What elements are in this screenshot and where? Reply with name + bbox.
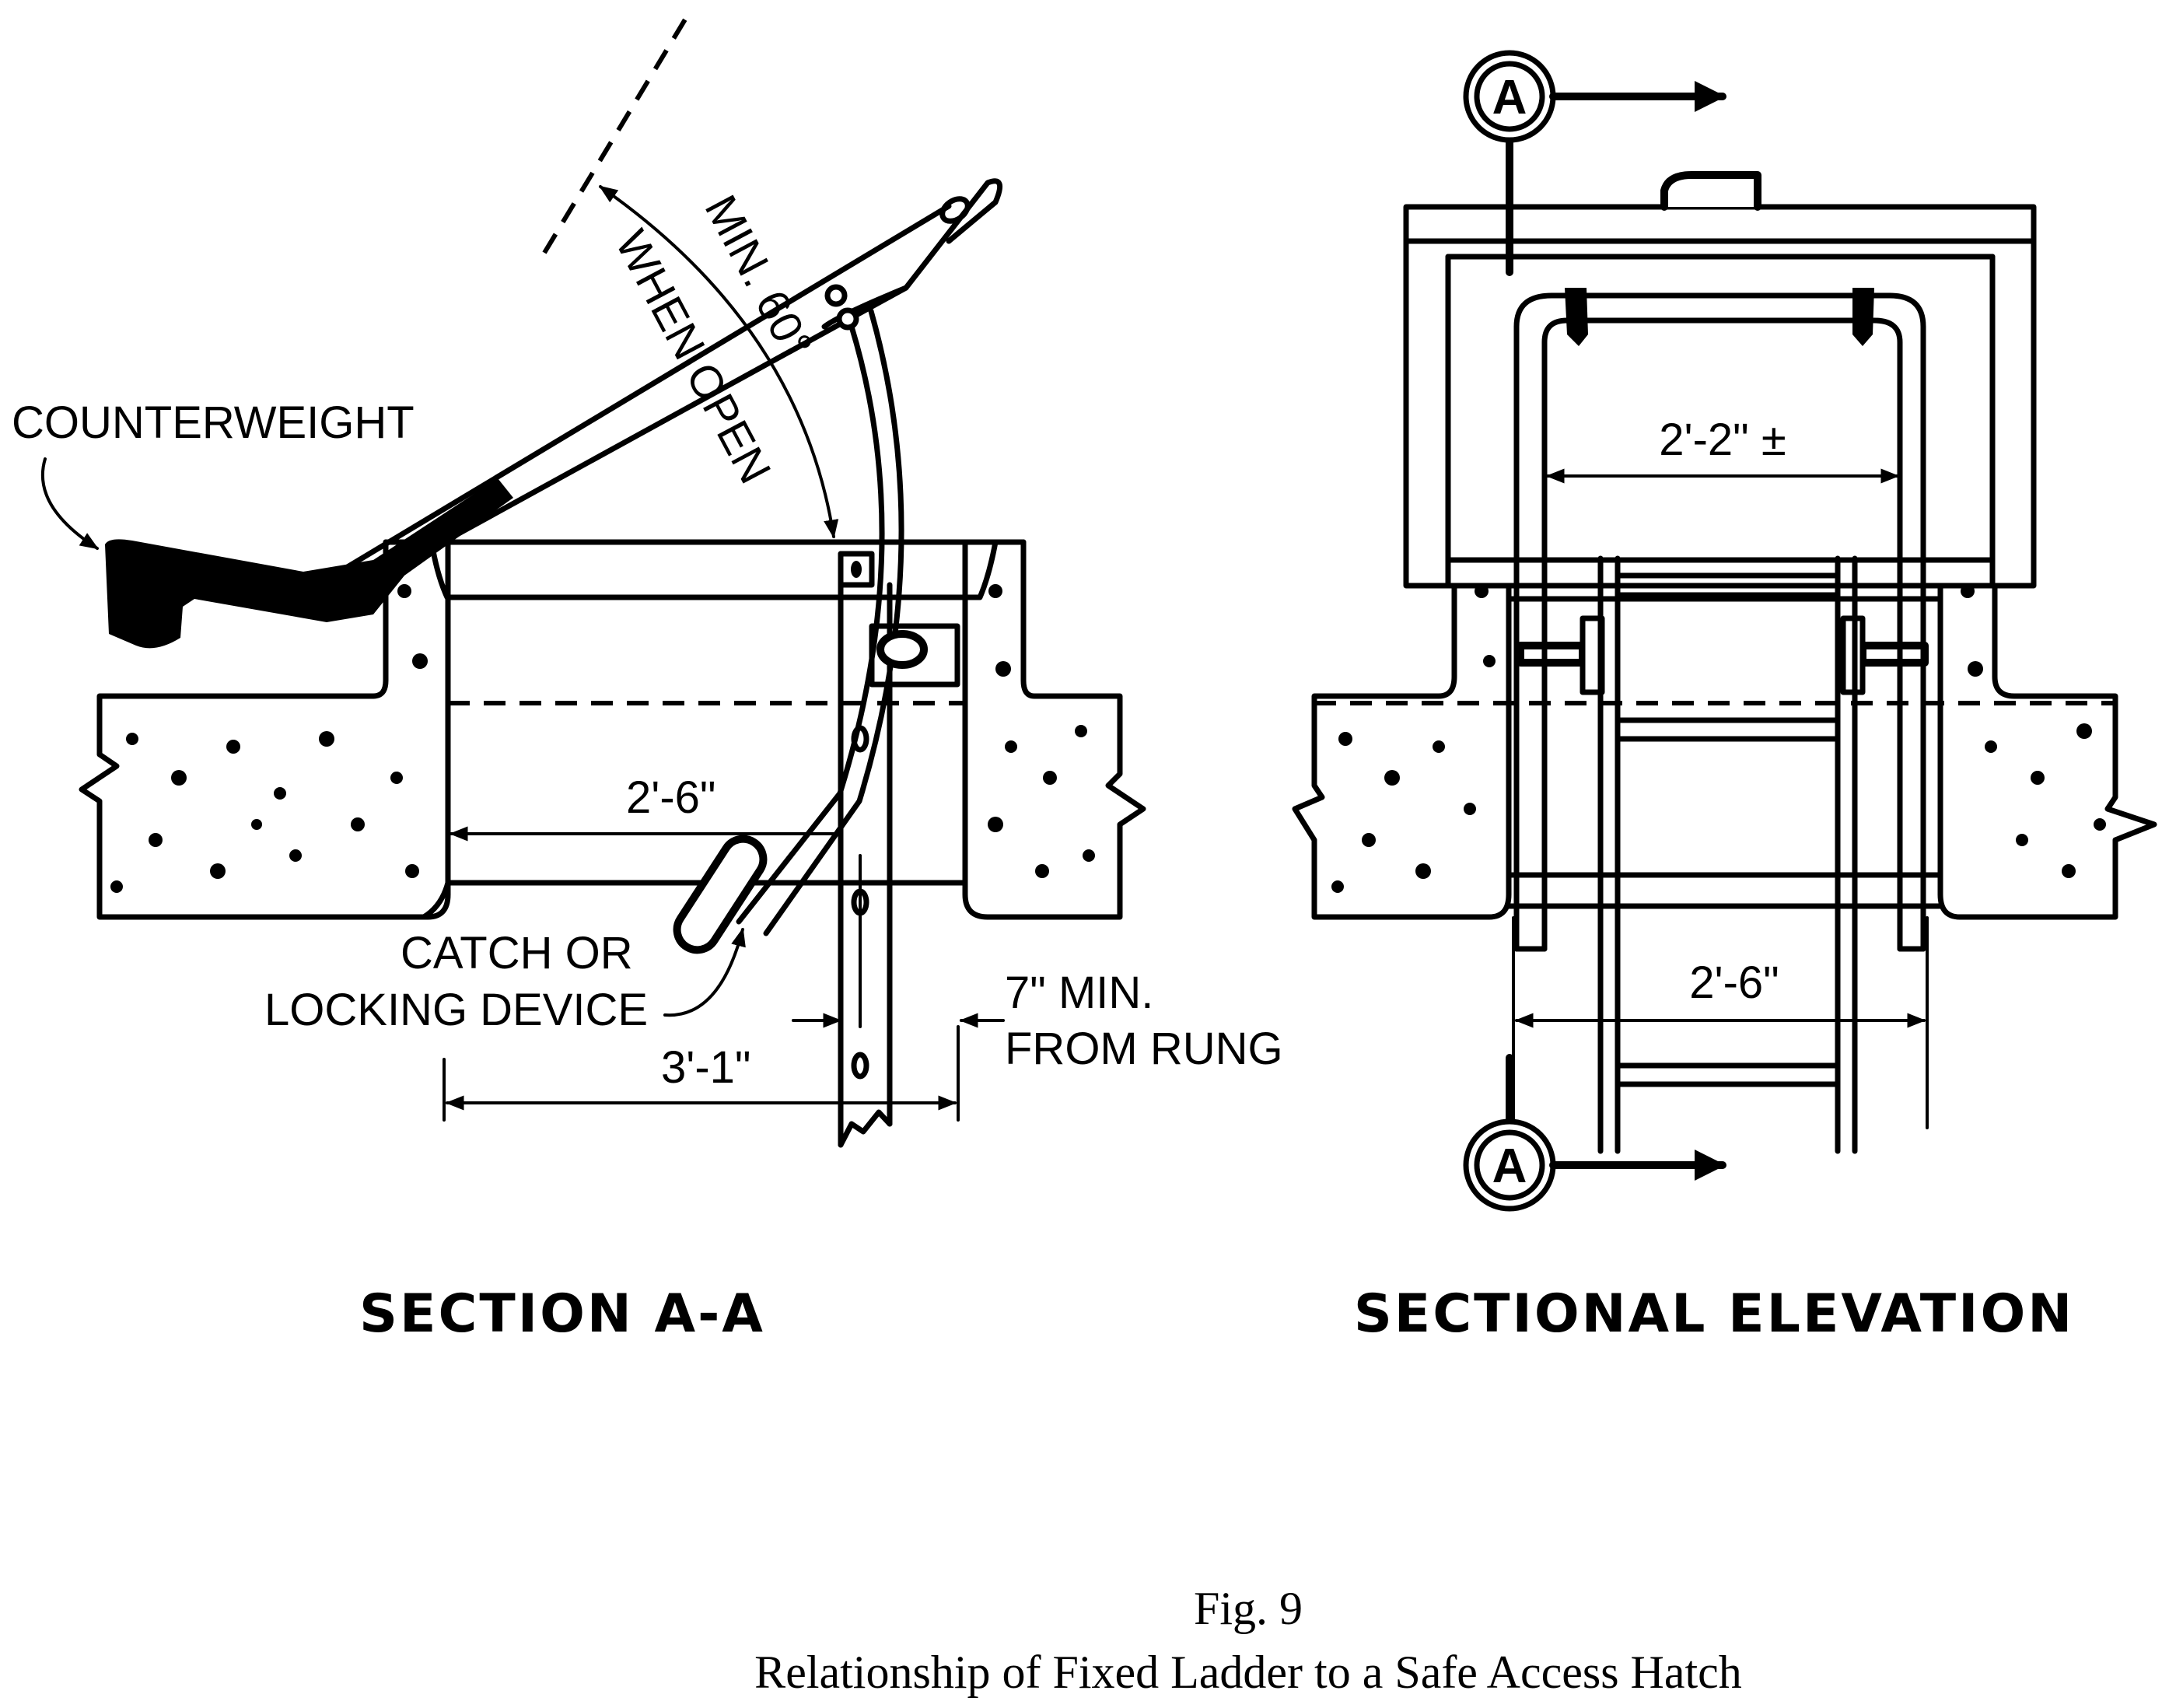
hatch-frame <box>383 539 1027 920</box>
concrete-aggregate <box>110 584 1095 893</box>
sectional-elevation-title: SECTIONAL ELEVATION <box>1354 1283 2074 1345</box>
section-marker-bottom-letter: A <box>1492 1139 1527 1193</box>
fixed-ladder <box>1597 555 1858 1154</box>
section-aa-title: SECTION A-A <box>359 1283 765 1345</box>
dim-overall-depth-label: 3'-1" <box>661 1042 751 1093</box>
dim-opening-width-label: 2'-6" <box>626 772 716 823</box>
catch-label-line2: LOCKING DEVICE <box>264 985 648 1035</box>
hatch-frame-elevation <box>1506 596 1943 909</box>
angle-arc <box>599 185 839 539</box>
catch-label-line1: CATCH OR <box>401 928 633 978</box>
clearance-label-line1: 7" MIN. <box>1005 968 1153 1018</box>
dim-grab-bar-spacing-label: 2'-2" ± <box>1659 415 1786 465</box>
min-opening-line <box>542 10 692 254</box>
section-marker-top-letter: A <box>1492 71 1527 124</box>
concrete-slab-right <box>1292 541 2157 920</box>
counterweight-block <box>105 478 513 649</box>
figure-number: Fig. 9 <box>1194 1583 1303 1634</box>
figure-caption: Relationship of Fixed Ladder to a Safe A… <box>754 1647 1742 1698</box>
clearance-label-line2: FROM RUNG <box>1005 1024 1283 1074</box>
hatch-handle <box>1660 171 1761 211</box>
counterweight-label: COUNTERWEIGHT <box>12 397 415 448</box>
hatch-cover-elevation <box>1403 171 2037 589</box>
counterweight-leader <box>40 457 100 550</box>
section-marker-bottom <box>1463 1054 1726 1212</box>
dim-opening-width-elevation <box>1512 916 1929 1129</box>
dim-overall-depth <box>443 1025 960 1122</box>
sectional-elevation-drawing <box>1292 50 2157 1212</box>
grab-bar-extension <box>1513 288 1929 952</box>
section-marker-top <box>1463 50 1726 276</box>
angle-label-outer: MIN. 60° <box>695 187 823 366</box>
hold-open-arm <box>663 308 928 1017</box>
concrete-aggregate-right <box>1331 584 2106 893</box>
dim-opening-width-elevation-label: 2'-6" <box>1689 957 1779 1008</box>
section-aa-drawing <box>40 10 1146 1148</box>
